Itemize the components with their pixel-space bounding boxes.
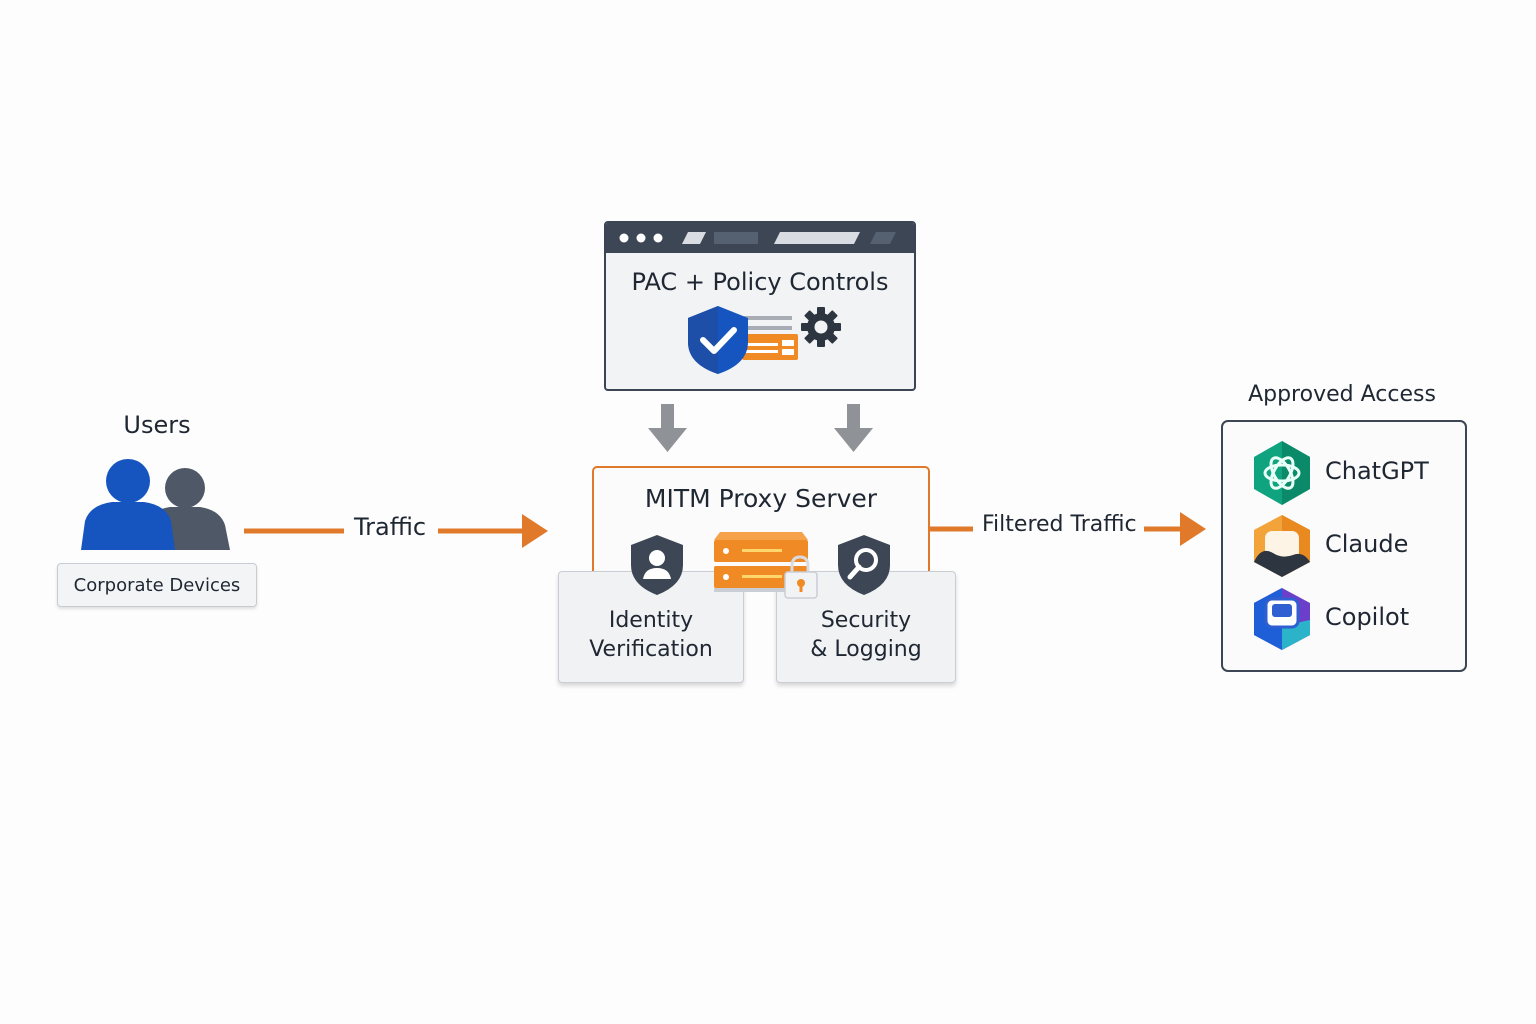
copilot-logo-icon bbox=[1254, 588, 1310, 650]
chatgpt-logo-icon bbox=[1254, 441, 1310, 505]
policy-down-arrow-left bbox=[648, 404, 687, 452]
policy-controls-title: PAC + Policy Controls bbox=[631, 268, 889, 296]
traffic-arrow bbox=[244, 514, 548, 548]
gear-icon bbox=[801, 307, 841, 347]
proxy-server-title: MITM Proxy Server bbox=[644, 484, 878, 513]
security-line-2: & Logging bbox=[810, 637, 922, 662]
corporate-devices-label: Corporate Devices bbox=[57, 563, 257, 607]
approved-access-title: Approved Access bbox=[1248, 382, 1436, 407]
traffic-label: Traffic bbox=[354, 513, 427, 541]
user-shield-icon bbox=[631, 535, 683, 595]
policy-shield-icon bbox=[688, 306, 798, 374]
search-shield-icon bbox=[838, 535, 890, 595]
service-label-copilot: Copilot bbox=[1325, 603, 1410, 631]
identity-line-1: Identity bbox=[608, 608, 694, 633]
window-controls-icon bbox=[619, 232, 896, 244]
window-titlebar bbox=[606, 223, 914, 253]
identity-verification-card: Identity Verification bbox=[558, 571, 744, 683]
policy-down-arrow-right bbox=[834, 404, 873, 452]
claude-logo-icon bbox=[1254, 515, 1310, 577]
users-title: Users bbox=[123, 411, 191, 439]
identity-line-2: Verification bbox=[589, 637, 713, 662]
service-label-chatgpt: ChatGPT bbox=[1325, 457, 1429, 485]
users-icon bbox=[81, 459, 230, 550]
policy-controls-window: PAC + Policy Controls bbox=[604, 221, 916, 391]
security-line-1: Security bbox=[820, 608, 912, 633]
filtered-traffic-arrow bbox=[926, 512, 1206, 546]
server-lock-icon bbox=[714, 532, 818, 599]
filtered-traffic-label: Filtered Traffic bbox=[982, 512, 1137, 537]
approved-access-box: ChatGPT Claude Copilot bbox=[1221, 420, 1467, 672]
service-label-claude: Claude bbox=[1325, 530, 1409, 558]
